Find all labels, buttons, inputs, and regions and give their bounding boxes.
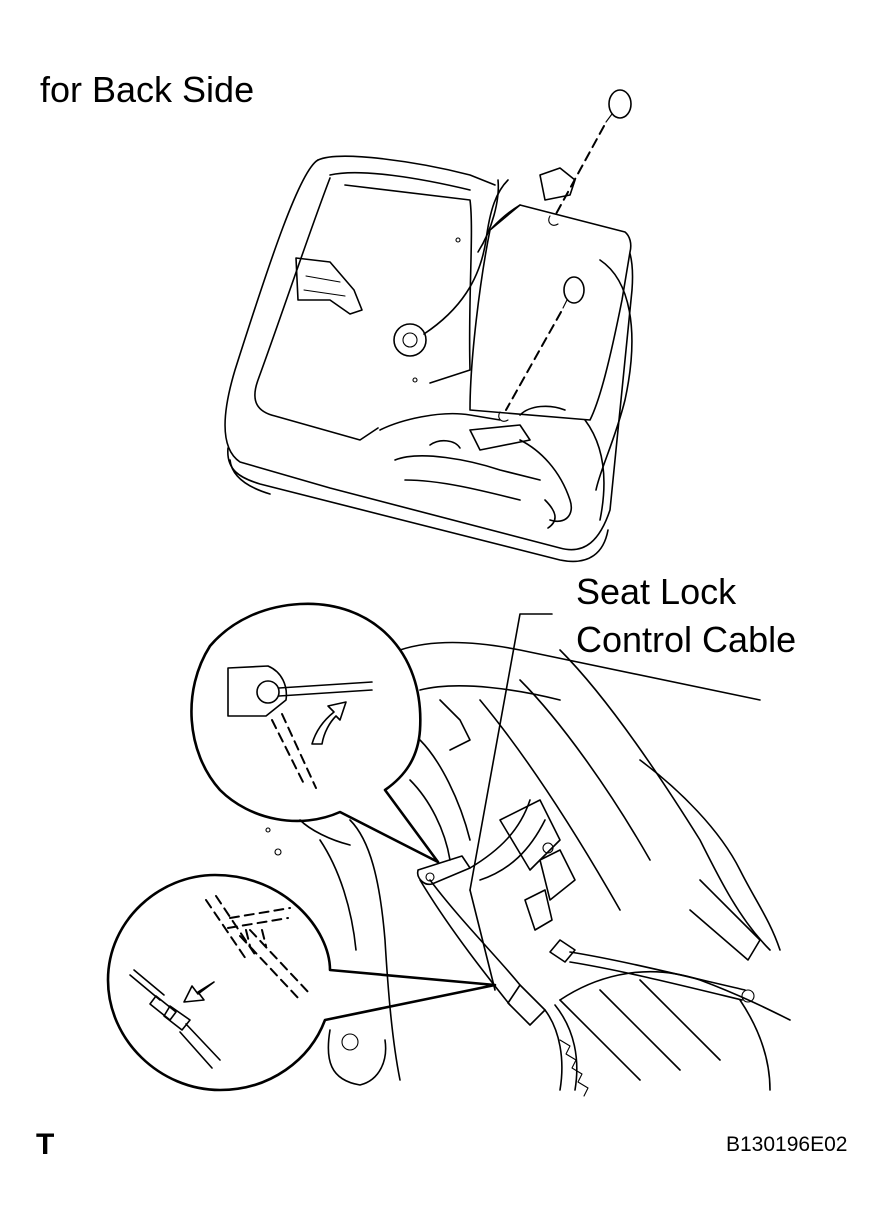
seat-cushion-drawing <box>224 89 634 563</box>
detail-bubble-release <box>190 602 440 864</box>
detail-bubble-disconnect <box>106 873 497 1092</box>
seat-frame-drawing <box>265 613 791 1097</box>
callout-label-line1: Seat Lock <box>576 571 737 612</box>
page-heading: for Back Side <box>40 69 255 110</box>
corner-marker: T <box>36 1128 55 1161</box>
callout-label-line2: Control Cable <box>576 619 797 660</box>
figure-id: B130196E02 <box>726 1133 848 1156</box>
